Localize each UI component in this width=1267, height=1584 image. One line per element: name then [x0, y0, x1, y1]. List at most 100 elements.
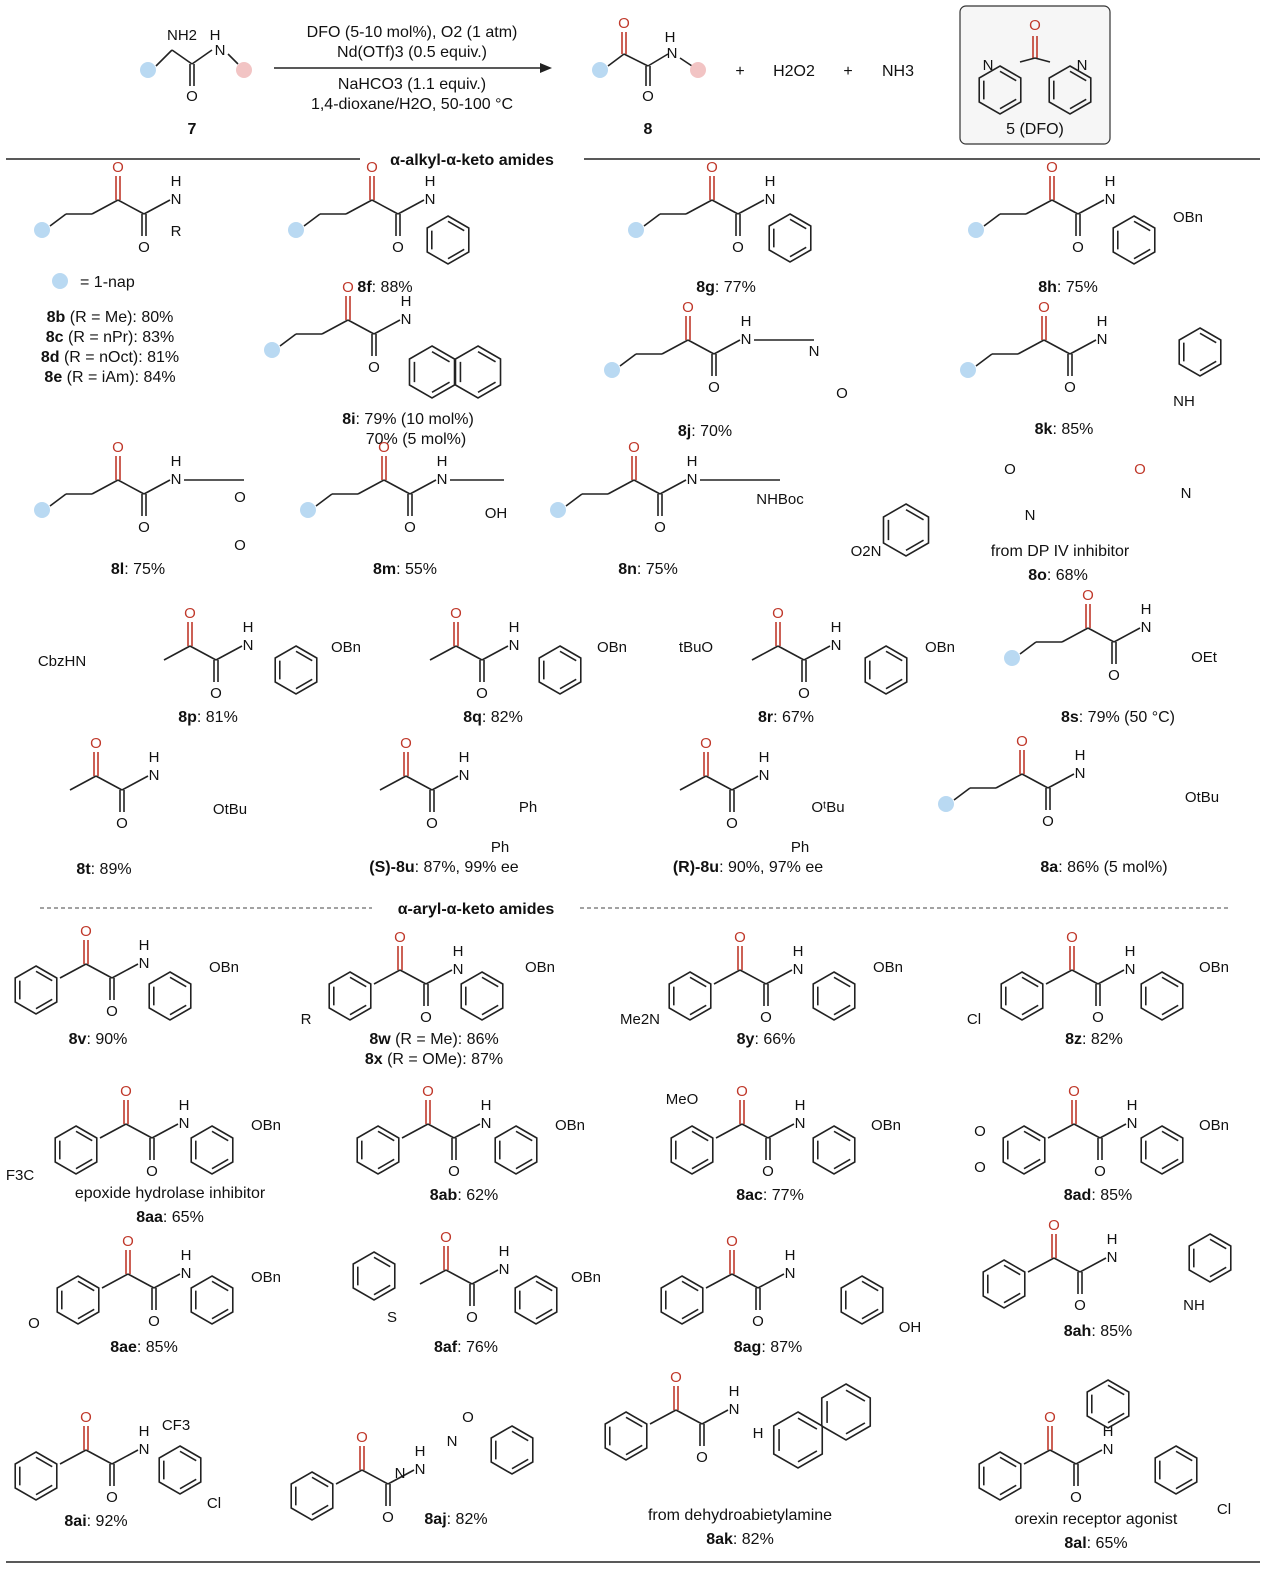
thiophene-sulfur: S — [387, 1309, 397, 1326]
ester-group: Ph — [519, 799, 537, 816]
blue-substituent-dot — [140, 62, 156, 78]
amide-hydrogen: H — [1105, 173, 1116, 190]
amide-hydrogen: H — [1141, 601, 1152, 618]
ring-outline — [1154, 1445, 1198, 1495]
ring-outline — [978, 1451, 1022, 1501]
compound-caption: 8o: 68% — [1028, 567, 1088, 584]
bond — [189, 645, 217, 661]
ring-outline — [14, 965, 58, 1015]
phenyl-ring — [1002, 1125, 1046, 1175]
compound-caption: 8j: 70% — [678, 423, 732, 440]
keto-oxygen: O — [120, 1083, 132, 1100]
bond — [777, 645, 805, 661]
amide-oxygen: O — [696, 1449, 708, 1466]
double-bond — [179, 1478, 197, 1490]
obn-substituent: OBn — [871, 1117, 901, 1134]
bond — [1087, 627, 1115, 643]
bond — [1097, 969, 1125, 985]
benzothiophene-ring — [352, 1251, 396, 1301]
phenyl-ring — [670, 1125, 714, 1175]
double-bond — [1209, 1238, 1227, 1250]
bond — [715, 1123, 743, 1139]
bond — [705, 775, 733, 791]
benzoyl-oxygen: O — [462, 1409, 474, 1426]
product-label: 8 — [644, 121, 653, 138]
amide-hydrogen: H — [687, 453, 698, 470]
amide-oxygen: O — [1094, 1163, 1106, 1180]
double-bond — [885, 650, 903, 662]
hydroxyl-group: OH — [485, 505, 508, 522]
bond — [701, 1409, 729, 1425]
double-bond — [833, 1130, 851, 1142]
bond — [151, 1123, 179, 1139]
amide-oxygen: O — [138, 519, 150, 536]
catalyst-box — [959, 5, 1111, 145]
blue-substituent-dot — [592, 62, 608, 78]
ring-outline — [812, 1125, 856, 1175]
bond — [143, 199, 171, 215]
keto-oxygen: O — [90, 735, 102, 752]
phenyl-group: Ph — [791, 839, 809, 856]
amide-nitrogen: N — [831, 637, 842, 654]
ring-outline — [820, 1383, 872, 1441]
double-bond — [691, 1130, 709, 1142]
double-bond — [431, 381, 450, 393]
catalyst-label: 5 (DFO) — [1006, 121, 1064, 138]
reaction-condition: NaHCO3 (1.1 equiv.) — [338, 76, 486, 93]
amide-oxygen: O — [1070, 1489, 1082, 1506]
double-bond — [1003, 1264, 1021, 1276]
ring-outline — [454, 345, 502, 399]
bond — [471, 1269, 499, 1285]
bond — [1069, 339, 1097, 355]
bond — [347, 319, 375, 335]
bond — [227, 53, 239, 65]
phenyl-ring — [982, 1259, 1026, 1309]
double-bond — [1133, 248, 1151, 260]
double-bond — [481, 1004, 499, 1016]
piperazine-nitrogen: N — [447, 1433, 458, 1450]
ring-outline — [1002, 1125, 1046, 1175]
phenyl-ring — [14, 1451, 58, 1501]
double-bond — [845, 1422, 866, 1435]
ring-outline — [1188, 1233, 1232, 1283]
double-bond — [625, 1444, 643, 1456]
amide-hydrogen: H — [481, 1097, 492, 1114]
bond — [607, 53, 625, 67]
reactant-label: 7 — [188, 121, 197, 138]
bond — [379, 775, 407, 791]
pyrrolidinone-nitrogen: N — [809, 343, 820, 360]
bond — [445, 1269, 473, 1285]
bond — [111, 963, 139, 979]
amide-hydrogen: H — [210, 27, 221, 44]
double-bond — [535, 1308, 553, 1320]
amide-oxygen: O — [1042, 813, 1054, 830]
ester-group: OtBu — [213, 801, 247, 818]
amide-nitrogen: N — [425, 191, 436, 208]
double-bond — [559, 650, 577, 662]
amide-nitrogen: N — [1107, 1249, 1118, 1266]
keto-oxygen: O — [628, 439, 640, 456]
obn-substituent: OBn — [209, 959, 239, 976]
pyridine-nitrogen: N — [983, 57, 994, 74]
double-bond — [625, 1416, 643, 1428]
amide-nitrogen: N — [1075, 765, 1086, 782]
double-bond — [431, 351, 450, 363]
indole-ring — [1188, 1233, 1232, 1283]
double-bond — [797, 1417, 818, 1430]
amide-hydrogen: H — [415, 1443, 426, 1460]
bond — [91, 199, 119, 215]
double-bond — [75, 1158, 93, 1170]
bond — [373, 319, 401, 335]
amide-oxygen: O — [466, 1309, 478, 1326]
keto-oxygen: O — [400, 735, 412, 752]
ring-outline — [670, 1125, 714, 1175]
byproduct-h2o2: H2O2 — [773, 63, 815, 80]
compound-caption: 8c (R = nPr): 83% — [46, 329, 175, 346]
keto-oxygen: O — [1038, 299, 1050, 316]
